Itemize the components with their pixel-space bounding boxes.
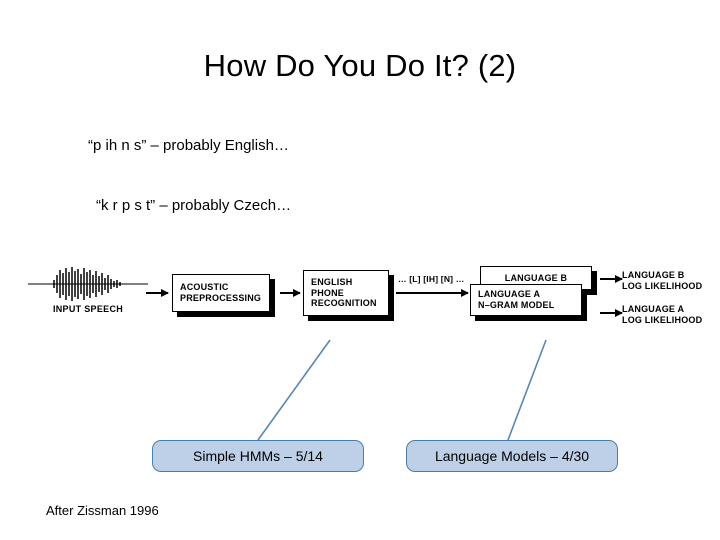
language-id-pipeline-diagram: INPUT SPEECH ACOUSTIC PREPROCESSING ENGL… xyxy=(0,262,720,342)
output-language-b-log-likelihood: LANGUAGE B LOG LIKELIHOOD xyxy=(622,270,703,292)
phone-sequence-label: … [L] [IH] [N] … xyxy=(398,274,465,284)
output-language-a-log-likelihood: LANGUAGE A LOG LIKELIHOOD xyxy=(622,304,703,326)
block-english-phone-recognition-label: ENGLISH PHONE RECOGNITION xyxy=(311,276,377,309)
speech-waveform-icon xyxy=(28,267,148,301)
arrow-to-language-b-likelihood xyxy=(600,278,622,280)
callout-simple-hmms-label: Simple HMMs – 5/14 xyxy=(193,448,323,464)
block-language-b-label: LANGUAGE B xyxy=(504,272,568,283)
block-acoustic-preprocessing-label: ACOUSTIC PREPROCESSING xyxy=(180,282,262,303)
callout-language-models[interactable]: Language Models – 4/30 xyxy=(406,440,618,472)
bullet-czech: “k r p s t” – probably Czech… xyxy=(96,197,292,214)
arrow-speech-to-acoustic xyxy=(146,292,168,294)
block-language-a-ngram-model: LANGUAGE A N–GRAM MODEL xyxy=(470,284,582,316)
input-speech-label: INPUT SPEECH xyxy=(52,304,124,314)
arrow-acoustic-to-phone xyxy=(280,292,300,294)
arrow-phone-to-ngram xyxy=(396,292,468,294)
block-english-phone-recognition: ENGLISH PHONE RECOGNITION xyxy=(303,270,389,316)
attribution-note: After Zissman 1996 xyxy=(46,503,159,518)
bullet-english: “p ih n s” – probably English… xyxy=(88,137,289,154)
callout-language-models-label: Language Models – 4/30 xyxy=(434,448,590,464)
callout-simple-hmms[interactable]: Simple HMMs – 5/14 xyxy=(152,440,364,472)
arrow-to-language-a-likelihood xyxy=(600,312,622,314)
block-acoustic-preprocessing: ACOUSTIC PREPROCESSING xyxy=(172,274,270,312)
page-title: How Do You Do It? (2) xyxy=(203,48,517,83)
input-speech-group: INPUT SPEECH xyxy=(28,266,148,318)
block-language-a-ngram-model-label: LANGUAGE A N–GRAM MODEL xyxy=(478,289,555,310)
